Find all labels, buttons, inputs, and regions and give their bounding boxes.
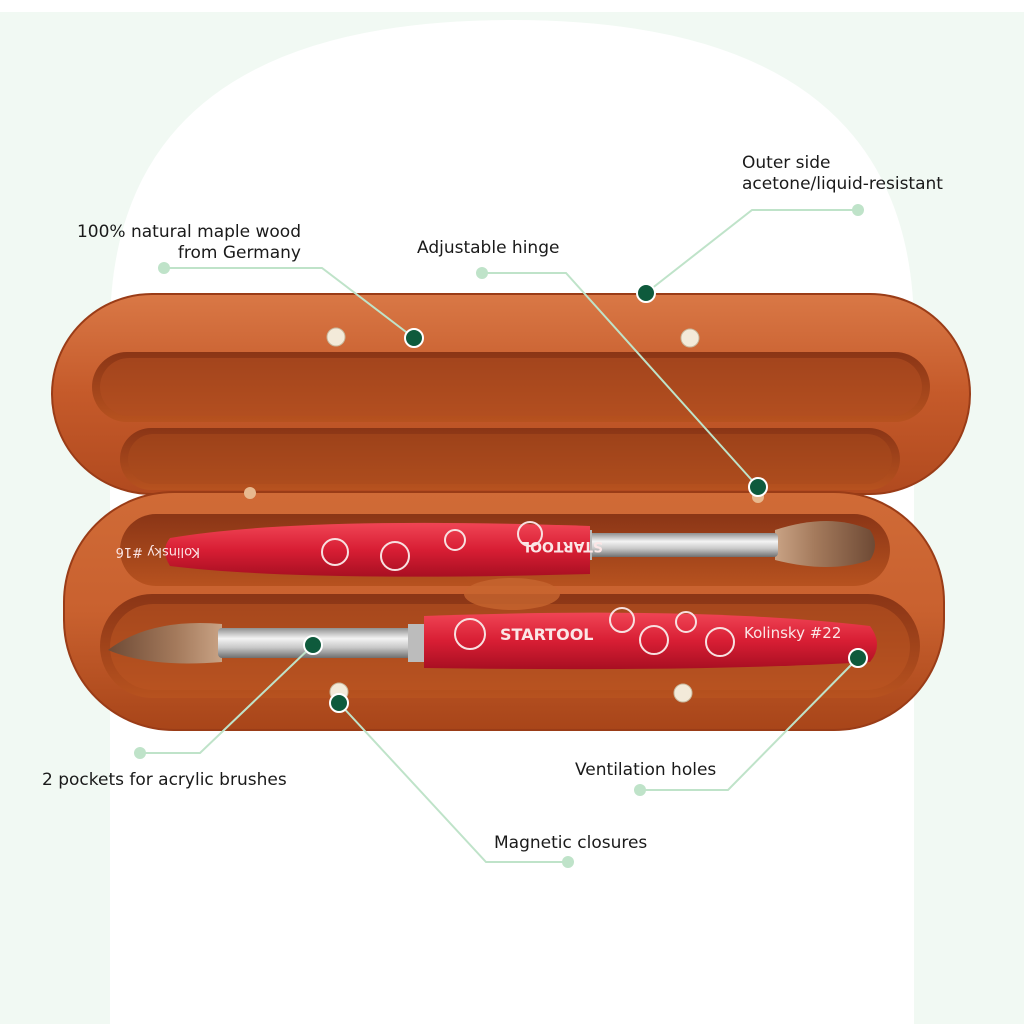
marker-hinge [748,477,768,497]
marker-natural-wood [404,328,424,348]
label-hinge: Adjustable hinge [417,238,560,258]
brush-22-model: Kolinsky #22 [744,624,841,642]
brush-16-ferrule [588,533,778,557]
magnet-base-right [673,683,693,703]
label-ventilation: Ventilation holes [575,760,717,780]
markers [303,283,868,713]
brush-kolinsky-22: STARTOOL Kolinsky #22 [108,607,877,670]
leader-lines [140,209,859,863]
leader-outer-side [645,209,858,294]
brush-22-handle [424,612,877,670]
leader-endpoints [134,204,864,868]
brush-16-handle [165,522,590,577]
label-natural-wood-line1: 100% natural maple wood [76,222,301,242]
marker-pockets [303,635,323,655]
marker-outer-side [636,283,656,303]
brush-22-brand: STARTOOL [500,625,594,644]
leader-ventilation [640,657,859,791]
label-pockets: 2 pockets for acrylic brushes [42,770,287,790]
hinge-pin-left [244,487,256,499]
leader-magnetic [338,702,568,863]
label-outer-side: Outer side acetone/liquid-resistant [742,153,943,195]
case-lid [51,293,971,495]
leader-hinge [482,272,759,488]
label-natural-wood-line2: from Germany [177,243,301,263]
marker-ventilation [848,648,868,668]
brush-kolinsky-16: Kolinsky #16 STARTOOL [116,521,875,577]
label-outer-side-line2: acetone/liquid-resistant [742,174,943,194]
brush-16-brand: STARTOOL [521,538,603,554]
brush-22-bristles [108,623,222,664]
marker-magnetic [329,693,349,713]
brush-16-model: Kolinsky #16 [116,544,200,559]
brush-16-bristles [775,521,875,567]
leader-natural-wood [164,267,415,339]
magnet-lid-right [680,328,700,348]
magnet-lid-left [326,327,346,347]
label-outer-side-line1: Outer side [742,153,831,173]
leader-pockets [140,644,314,754]
label-magnetic: Magnetic closures [494,833,648,853]
label-natural-wood: 100% natural maple wood from Germany [77,222,301,264]
